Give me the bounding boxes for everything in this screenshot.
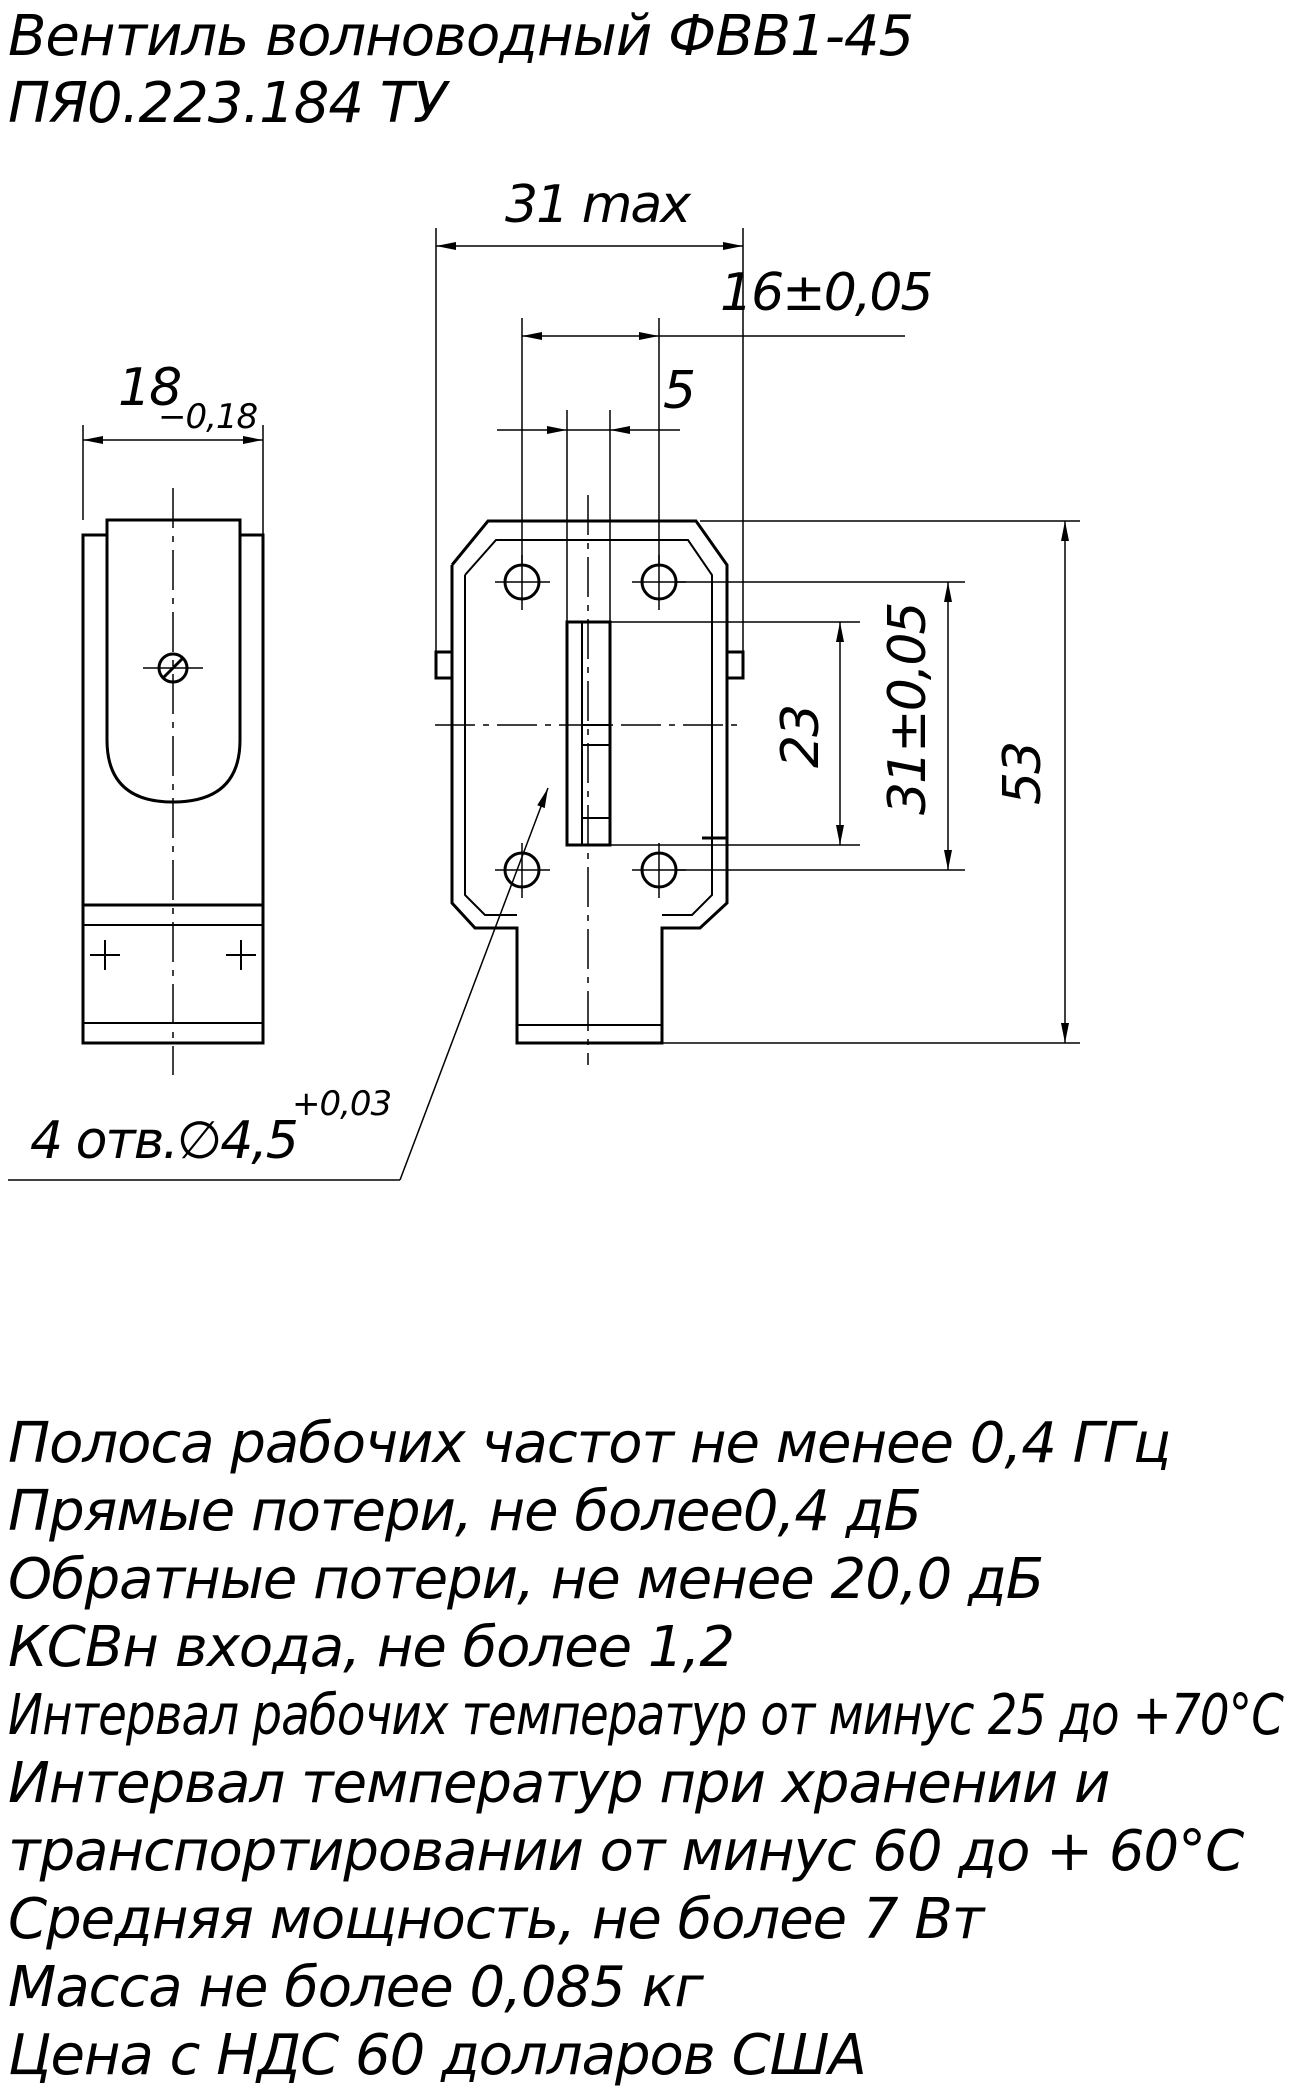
dim-offset xyxy=(522,318,905,565)
dim-side-width-label: 18 xyxy=(118,358,180,418)
dim-height-23-label: 23 xyxy=(771,706,831,768)
spec-line-4: КСВн входа, не более 1,2 xyxy=(8,1615,734,1680)
spec-line-2: Прямые потери, не более0,4 дБ xyxy=(8,1479,921,1544)
spec-line-3: Обратные потери, не менее 20,0 дБ xyxy=(8,1547,1043,1612)
spec-line-1: Полоса рабочих частот не менее 0,4 ГГц xyxy=(8,1411,1170,1476)
spec-line-5: Интервал рабочих температур от минус 25 … xyxy=(8,1683,1284,1748)
dim-width-max xyxy=(436,228,743,652)
dim-side-width xyxy=(83,425,263,535)
dim-slot-label: 5 xyxy=(663,361,694,421)
dim-height-23 xyxy=(610,622,860,845)
dim-height-31 xyxy=(676,582,965,870)
front-center-lines xyxy=(435,495,745,1065)
spec-line-9: Масса не более 0,085 кг xyxy=(8,1955,704,2020)
title-line-1: Вентиль волноводный ФВВ1-45 xyxy=(8,4,913,69)
title-line-2: ПЯ0.223.184 ТУ xyxy=(8,71,451,136)
holes-tolerance: +0,03 xyxy=(292,1084,391,1124)
holes-leader xyxy=(8,788,548,1180)
dim-offset-label: 16±0,05 xyxy=(720,263,932,323)
side-view xyxy=(83,488,263,1075)
dim-height-53-label: 53 xyxy=(993,743,1053,805)
holes-label: 4 отв.∅4,5 xyxy=(30,1111,297,1171)
dim-width-max-label: 31 max xyxy=(505,175,692,235)
dim-slot xyxy=(497,410,680,622)
dim-height-31-label: 31±0,05 xyxy=(878,603,938,815)
spec-line-10: Цена с НДС 60 долларов США xyxy=(8,2023,866,2088)
dim-side-width-tol: −0,18 xyxy=(158,397,258,437)
spec-line-6: Интервал температур при хранении и xyxy=(8,1751,1109,1816)
spec-line-7: транспортировании от минус 60 до + 60°С xyxy=(8,1819,1244,1884)
spec-list: Полоса рабочих частот не менее 0,4 ГГц П… xyxy=(8,1411,1285,2088)
spec-line-8: Средняя мощность, не более 7 Вт xyxy=(8,1887,986,1952)
dim-height-53 xyxy=(662,521,1080,1043)
